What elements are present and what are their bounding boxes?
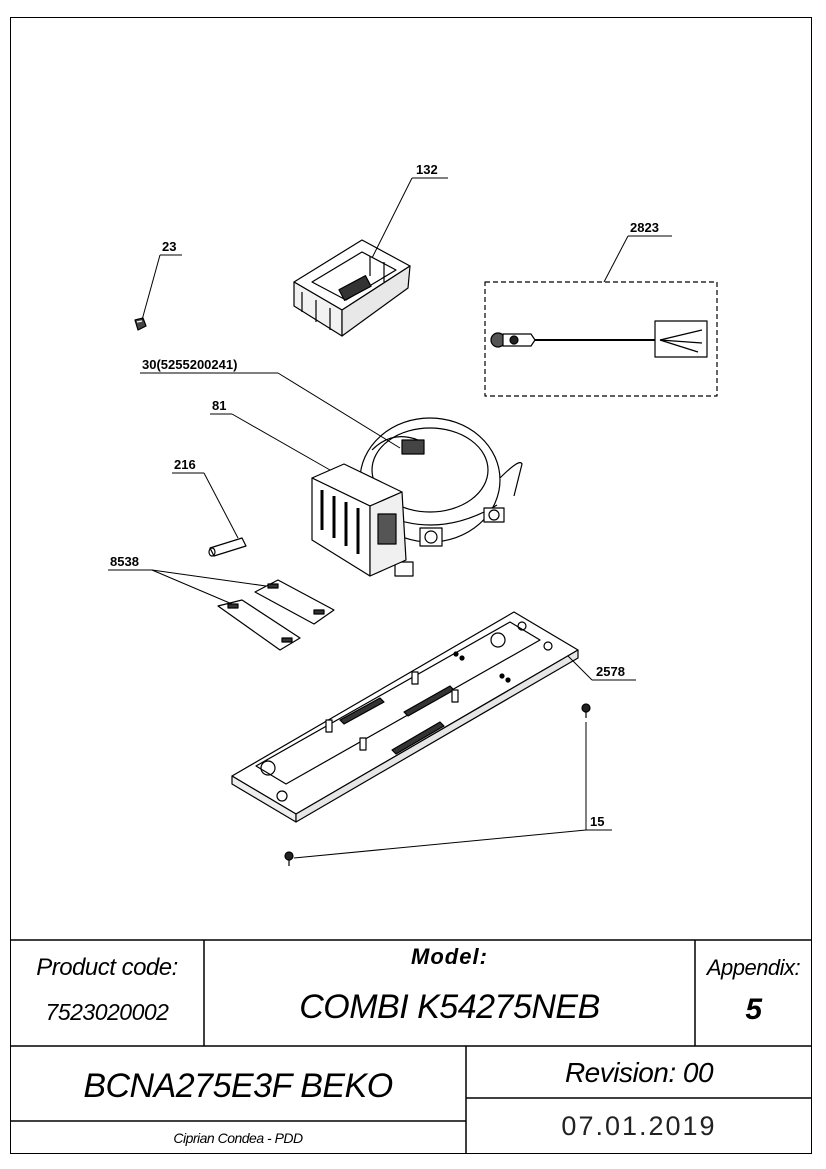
revision: Revision: 00 bbox=[564, 1057, 714, 1088]
callout-labels: 132 23 2823 30(5255200241) 81 216 8538 2… bbox=[110, 162, 659, 829]
callout-2823: 2823 bbox=[630, 220, 659, 235]
callout-8538: 8538 bbox=[110, 554, 139, 569]
power-cord-part bbox=[484, 281, 718, 397]
callout-15: 15 bbox=[590, 814, 604, 829]
revision-date: 07.01.2019 bbox=[561, 1110, 717, 1141]
appendix-label: Appendix: bbox=[706, 955, 801, 980]
model-label: Model: bbox=[411, 944, 488, 969]
callout-30: 30(5255200241) bbox=[142, 357, 237, 372]
author-name: Ciprian Condea - PDD bbox=[173, 1130, 303, 1146]
pin-part bbox=[208, 537, 247, 557]
base-plate-part bbox=[231, 611, 579, 823]
callout-81: 81 bbox=[212, 398, 226, 413]
drip-tray-part bbox=[293, 239, 411, 337]
model-value: COMBI K54275NEB bbox=[299, 987, 600, 1026]
callout-2578: 2578 bbox=[596, 664, 625, 679]
callout-132: 132 bbox=[416, 162, 438, 177]
drawing-sheet bbox=[10, 17, 812, 1154]
product-code-value: 7523020002 bbox=[45, 998, 169, 1025]
title-block-grid bbox=[10, 939, 812, 1154]
product-name: BCNA275E3F BEKO bbox=[83, 1066, 393, 1105]
product-code-label: Product code: bbox=[36, 954, 178, 981]
leader-lines bbox=[108, 177, 672, 859]
clip-part bbox=[134, 317, 147, 331]
screw-part bbox=[284, 703, 591, 866]
callout-23: 23 bbox=[162, 239, 176, 254]
rubber-pad-part bbox=[217, 579, 335, 651]
relay-box-part bbox=[311, 463, 407, 577]
appendix-value: 5 bbox=[745, 993, 762, 1026]
callout-216: 216 bbox=[174, 457, 196, 472]
